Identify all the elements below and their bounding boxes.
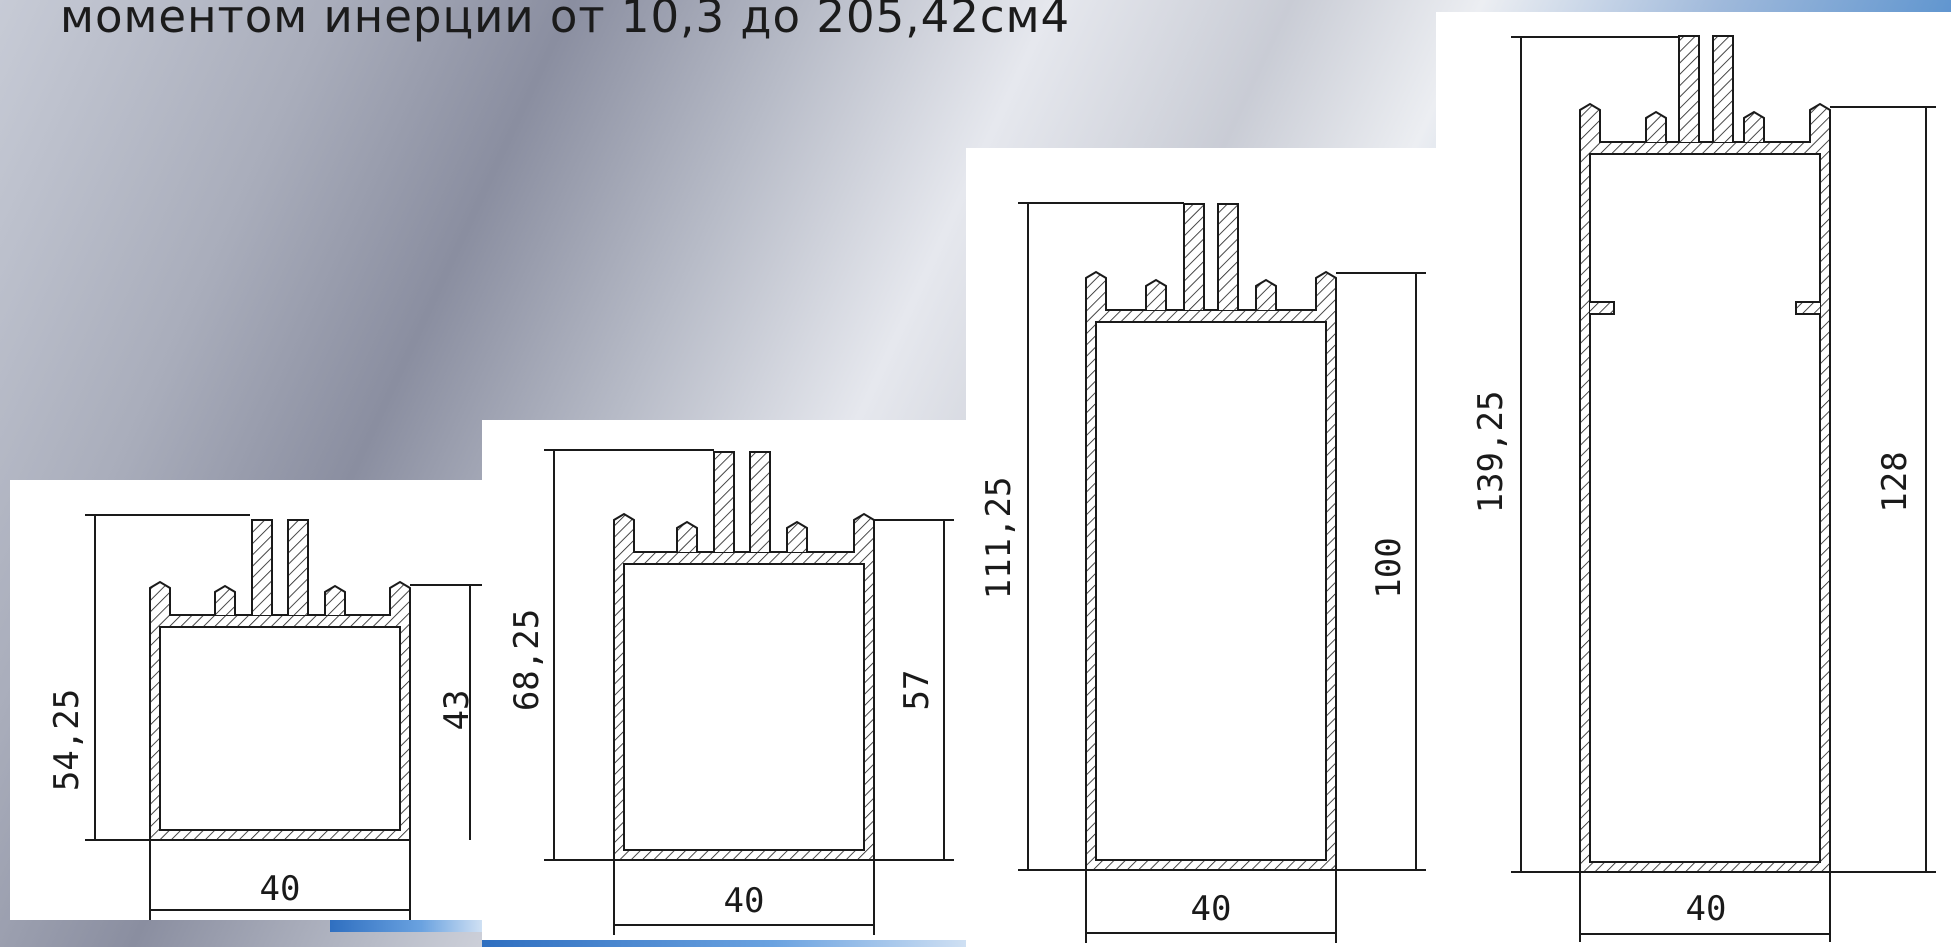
height-label-2: 68,25: [507, 609, 547, 711]
inner-label-2: 57: [897, 670, 937, 711]
width-label-4: 40: [1686, 889, 1727, 929]
profile-panel-4: 139,25 128 40: [1436, 12, 1951, 947]
height-label-3: 111,25: [979, 477, 1019, 600]
bottom-accent-bar-left: [330, 920, 482, 932]
width-label-3: 40: [1191, 889, 1232, 929]
profile-drawing-4: 139,25 128 40: [1471, 35, 1936, 942]
inner-label-4: 128: [1875, 451, 1915, 512]
profile-drawing-2: 68,25 57 40: [507, 449, 954, 935]
bottom-accent-bar-mid: [482, 940, 966, 947]
width-label-2: 40: [724, 881, 765, 921]
headline-text: моментом инерции от 10,3 до 205,42см4: [60, 0, 1071, 43]
height-label-4: 139,25: [1471, 391, 1511, 514]
profile-panel-3: 111,25 100 40: [966, 148, 1436, 947]
profile-drawing-3: 111,25 100 40: [979, 202, 1426, 943]
profile-panel-2: 68,25 57 40: [482, 420, 966, 947]
inner-label-1: 43: [437, 690, 477, 731]
width-label-1: 40: [260, 869, 301, 909]
height-label-1: 54,25: [47, 689, 87, 791]
profile-drawing-1: 54,25 43 40: [47, 514, 482, 920]
inner-label-3: 100: [1369, 537, 1409, 598]
profile-panel-1: 54,25 43 40: [10, 480, 482, 920]
